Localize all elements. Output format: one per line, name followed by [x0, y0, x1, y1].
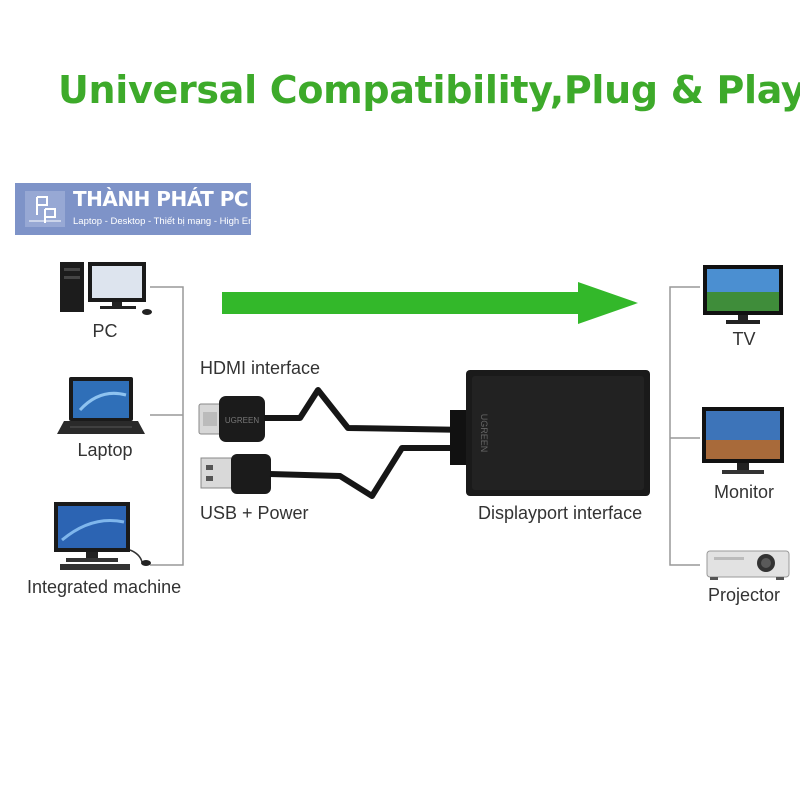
usb-plug-icon: [200, 454, 271, 494]
usb-label: USB + Power: [200, 503, 309, 523]
monitor-icon: [702, 407, 784, 474]
displayport-adapter-icon: UGREEN: [450, 370, 650, 496]
source-label-integrated: Integrated machine: [27, 577, 182, 597]
integrated-machine-icon: [54, 502, 151, 570]
output-bracket: [669, 286, 700, 566]
brand-logo: THÀNH PHÁT PC Laptop - Desktop - Thiết b…: [15, 183, 259, 235]
source-label-pc: PC: [92, 321, 118, 341]
logo-tagline: Laptop - Desktop - Thiết bị mạng - High …: [73, 216, 259, 227]
logo-name: THÀNH PHÁT PC: [73, 187, 249, 211]
output-label-monitor: Monitor: [713, 482, 775, 502]
logo-mark-icon: [25, 191, 65, 227]
tv-icon: [703, 265, 783, 324]
svg-text:UGREEN: UGREEN: [479, 414, 489, 453]
svg-text:UGREEN: UGREEN: [225, 416, 259, 425]
source-bracket: [150, 286, 184, 566]
direction-arrow: [222, 282, 638, 324]
usb-cable: [269, 445, 470, 499]
page-title: Universal Compatibility,Plug & Play: [58, 68, 800, 112]
output-label-tv: TV: [732, 329, 756, 349]
displayport-label: Displayport interface: [478, 503, 643, 523]
projector-icon: [706, 550, 790, 580]
output-label-projector: Projector: [707, 585, 781, 605]
hdmi-cable: [264, 387, 471, 433]
laptop-icon: [57, 377, 145, 434]
source-label-laptop: Laptop: [77, 440, 133, 460]
pc-icon: [60, 262, 152, 315]
hdmi-plug-icon: UGREEN: [198, 396, 265, 442]
hdmi-label: HDMI interface: [200, 358, 321, 378]
